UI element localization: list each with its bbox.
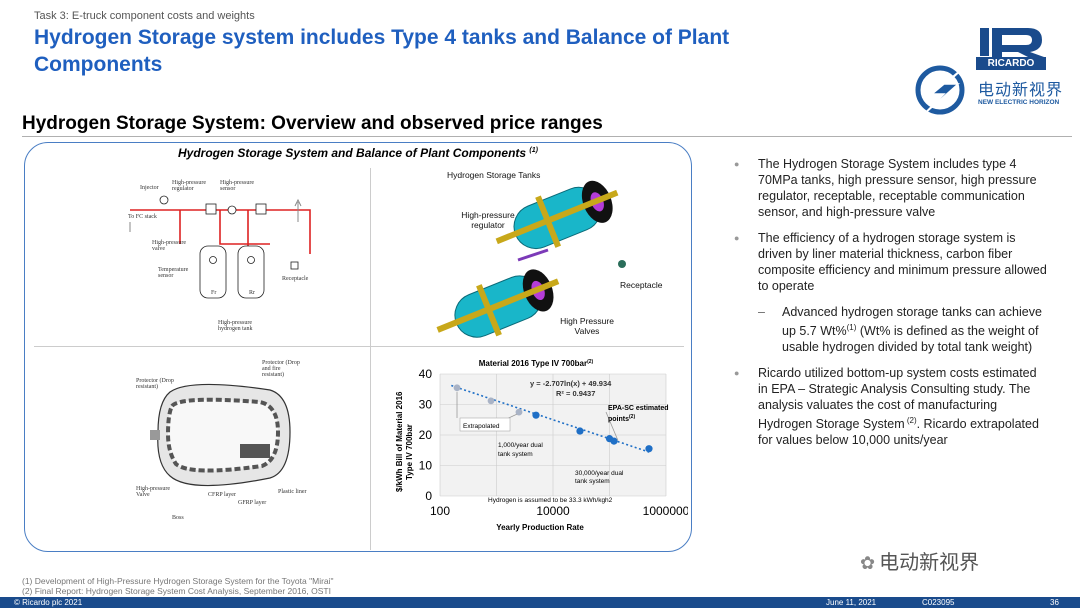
x-tick-label: 10000 [536, 504, 570, 518]
panel-title: Hydrogen Storage System and Balance of P… [24, 146, 692, 160]
chart-annot-extrapolated: Extrapolated [463, 423, 500, 430]
schem-to-fc: To FC stack [128, 214, 157, 220]
footer-page: 36 [1050, 598, 1059, 607]
bullet-3-sup: (2) [904, 416, 917, 426]
epa-arrow [605, 411, 619, 441]
extrapolated-point [453, 384, 461, 392]
tank-render [436, 180, 626, 338]
x-tick-label: 1000000 [643, 504, 688, 518]
schem-hp-valve: High-pressure valve [152, 240, 186, 252]
footer-copyright: © Ricardo plc 2021 [14, 598, 83, 607]
chart-ylabel-2: Type IV 700bar [405, 424, 414, 480]
cut-hp-valve: High-pressure Valve [136, 486, 170, 498]
sub-bullet: Advanced hydrogen storage tanks can achi… [732, 304, 1048, 355]
footnote-2: (2) Final Report: Hydrogen Storage Syste… [22, 586, 331, 596]
lightning-logo-icon [915, 63, 969, 117]
wechat-icon: ✿ [860, 553, 876, 573]
watermark-en: NEW ELECTRIC HORIZON [978, 99, 1060, 106]
schem-fr: Fr [211, 290, 217, 296]
bullet-3-pre: Ricardo utilized bottom-up system costs … [758, 366, 1037, 432]
cost-chart: Material 2016 Type IV 700bar(2) 0 10 20 30 4… [395, 359, 688, 532]
chart-annot-note: Hydrogen is assumed to be 33.3 kWh/kgh2 [488, 497, 613, 504]
panel-title-sup: (1) [529, 147, 538, 154]
render-receptacle-label: Receptacle [620, 280, 663, 290]
x-tick-label: 100 [430, 504, 450, 518]
y-tick-label: 20 [419, 428, 433, 442]
chart-axes: 0 10 20 30 40 100 10000 1000000 [419, 367, 688, 518]
bullet-3-post: . Ricardo extrapolated for values below … [758, 417, 1039, 448]
y-tick-label: 40 [419, 367, 433, 381]
render-tanks-label: Hydrogen Storage Tanks [447, 170, 541, 180]
cut-cfrp: CFRP layer [208, 492, 236, 498]
y-tick-label: 0 [425, 489, 432, 503]
chart-points [453, 384, 653, 453]
schem-hp-regulator: High-pressure regulator [172, 180, 206, 192]
cut-liner: Plastic liner [278, 489, 307, 495]
extrapolated-point [487, 397, 495, 405]
panel-title-text: Hydrogen Storage System and Balance of P… [178, 146, 527, 160]
cut-protector-left: Protector (Drop resistant) [136, 378, 174, 390]
schem-hp-sensor: High-pressure sensor [220, 180, 254, 192]
epa-point [645, 445, 653, 453]
chart-equation: y = -2.707ln(x) + 49.934 [530, 379, 612, 388]
divider [22, 136, 1072, 137]
sub-bullet-post: (Wt% is defined as the weight of usable … [782, 324, 1039, 355]
footnote-1: (1) Development of High-Pressure Hydroge… [22, 576, 334, 586]
ricardo-logo [980, 28, 1044, 57]
trendline-path [451, 384, 650, 453]
bullet-list: The Hydrogen Storage System includes typ… [732, 156, 1048, 458]
sub-bullet-sup: (1) [846, 323, 857, 332]
footer-bar: © Ricardo plc 2021 June 11, 2021 C023095… [0, 597, 1080, 608]
schem-tank: High-pressure hydrogen tank [218, 320, 253, 332]
bullet-1: The Hydrogen Storage System includes typ… [732, 156, 1048, 220]
panel-vertical-divider [370, 168, 371, 550]
watermark-cn: 电动新视界 [978, 82, 1064, 99]
section-subtitle: Hydrogen Storage System: Overview and ob… [22, 113, 603, 134]
wechat-text: 电动新视界 [879, 552, 980, 574]
schem-temp-sensor: Temperature sensor [158, 267, 189, 279]
epa-point [610, 437, 618, 445]
y-tick-label: 10 [419, 459, 433, 473]
chart-title: Material 2016 Type IV 700bar(2) [479, 359, 594, 368]
sub-bullet-pre: Advanced hydrogen storage tanks can achi… [782, 305, 1042, 339]
system-schematic [129, 195, 311, 299]
y-tick-label: 30 [419, 398, 433, 412]
ricardo-wordmark: RICARDO [976, 57, 1046, 70]
schem-injector: Injector [140, 185, 159, 191]
task-label: Task 3: E-truck component costs and weig… [34, 10, 255, 22]
tank-cutaway [150, 383, 291, 487]
schem-rr: Rr [249, 290, 255, 296]
chart-r2: R² = 0.9437 [556, 389, 595, 398]
render-regulator-label: High-pressure regulator [461, 210, 515, 230]
extrapolated-point [515, 408, 523, 416]
schem-receptacle: Receptacle [282, 276, 309, 282]
cut-gfrp: GFRP layer [238, 500, 267, 506]
cut-boss: Boss [172, 515, 184, 521]
bullet-2: The efficiency of a hydrogen storage sys… [732, 230, 1048, 294]
panel-horizontal-divider [34, 346, 684, 347]
footer-date: June 11, 2021 [826, 598, 877, 607]
bullet-3: Ricardo utilized bottom-up system costs … [732, 365, 1048, 448]
chart-xlabel: Yearly Production Rate [496, 523, 584, 532]
chart-ylabel-1: $/kWh Bill of Material 2016 [395, 391, 404, 492]
epa-point [532, 411, 540, 419]
footer-code: C023095 [922, 598, 955, 607]
page-title-line1: Hydrogen Storage system includes Type 4 … [34, 26, 730, 49]
epa-point [576, 427, 584, 435]
chart-trendline [451, 384, 650, 453]
cut-protector-top: Protector (Drop and fire resistant) [262, 360, 300, 378]
page-title: Hydrogen Storage system includes Type 4 … [34, 24, 834, 78]
render-valves-label: High Pressure Valves [560, 316, 614, 336]
page-title-line2: Components [34, 53, 163, 76]
wechat-watermark: ✿电动新视界 [860, 546, 979, 575]
